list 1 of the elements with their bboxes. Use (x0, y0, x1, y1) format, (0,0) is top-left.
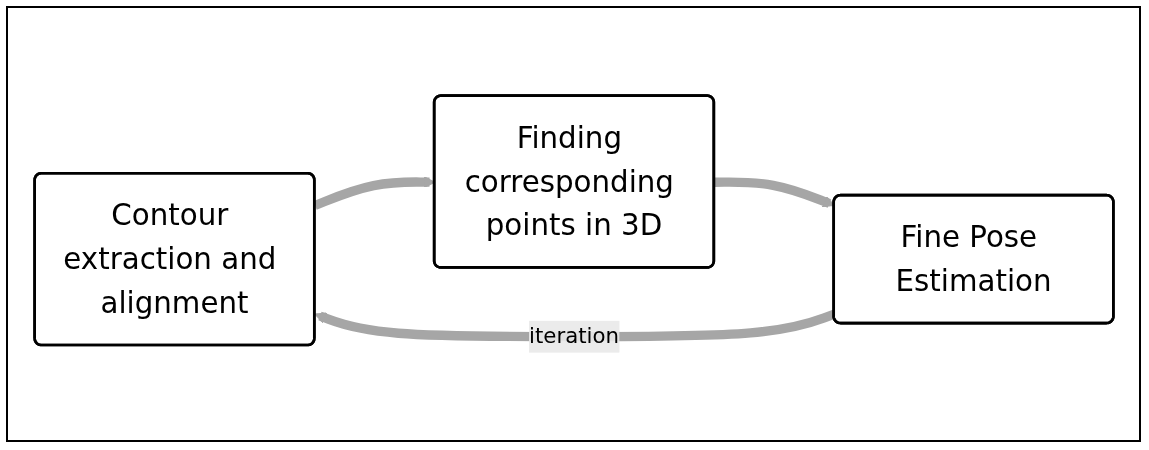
edge-label: iteration (528, 323, 619, 349)
